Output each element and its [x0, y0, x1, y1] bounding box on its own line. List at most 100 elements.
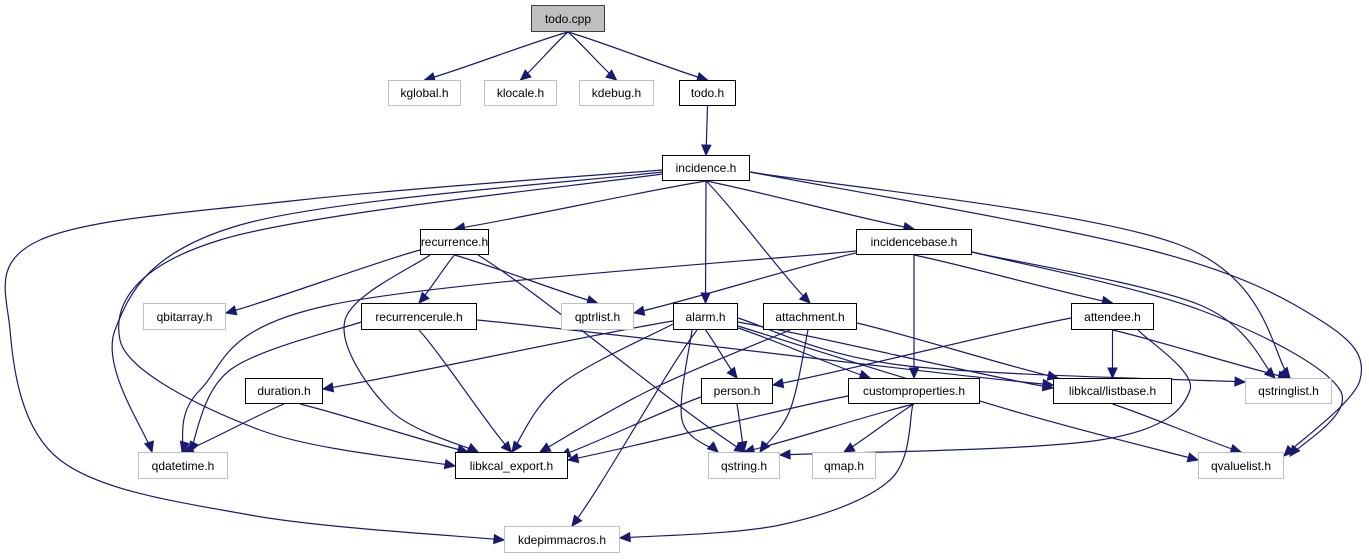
- node-listbase[interactable]: libkcal/listbase.h: [1053, 378, 1172, 404]
- edge-attendee-to-qstring: [779, 329, 1191, 456]
- node-label: qstring.h: [720, 458, 768, 473]
- node-recurrence[interactable]: recurrence.h: [420, 229, 489, 255]
- edge-customproperties-to-kdepimmacros: [619, 403, 914, 539]
- edge-incidencebase-to-qdatetime: [181, 250, 857, 453]
- node-qvaluelist: qvaluelist.h: [1198, 452, 1284, 479]
- edge-customproperties-to-libkcal_export: [567, 395, 849, 461]
- edge-attachment-to-qstring: [759, 329, 809, 453]
- arrowhead-icon: [224, 305, 238, 316]
- node-duration[interactable]: duration.h: [245, 378, 323, 404]
- arrowhead-icon: [179, 440, 190, 454]
- node-label: libkcal/listbase.h: [1068, 384, 1157, 398]
- node-label: attachment.h: [775, 309, 845, 324]
- arrowhead-icon: [706, 441, 719, 453]
- edge-alarm-to-qvaluelist: [737, 325, 1199, 461]
- node-incidence[interactable]: incidence.h: [662, 155, 750, 181]
- node-todo-h[interactable]: todo.h: [679, 80, 736, 106]
- node-attendee[interactable]: attendee.h: [1071, 303, 1154, 330]
- node-qbitarray: qbitarray.h: [143, 303, 226, 330]
- edge-alarm-to-qstring: [680, 329, 719, 453]
- edge-incidencebase-to-attendee: [913, 254, 1113, 304]
- edge-incidencebase-to-qvaluelist: [971, 251, 1344, 457]
- edge-attendee-to-qstringlist: [1112, 329, 1289, 379]
- edge-duration-to-libkcal_export: [299, 403, 469, 453]
- edge-duration-to-qdatetime: [182, 403, 285, 453]
- node-recurrencerule[interactable]: recurrencerule.h: [361, 303, 477, 330]
- node-label: todo.cpp: [544, 11, 592, 26]
- arrowhead-icon: [1041, 380, 1055, 392]
- node-label: kdepimmacros.h: [517, 532, 607, 547]
- arrowhead-icon: [500, 440, 513, 453]
- arrowhead-icon: [618, 531, 631, 543]
- node-label: qdatetime.h: [151, 458, 215, 473]
- node-label: todo.h: [690, 86, 725, 100]
- edge-incidence-to-kdepimmacros: [4, 169, 663, 541]
- arrowhead-icon: [566, 452, 580, 464]
- node-label: alarm.h: [685, 309, 726, 324]
- edge-incidence-to-qstringlist: [749, 171, 1291, 379]
- edge-incidencebase-to-qstringlist: [971, 251, 1276, 379]
- node-qstring: qstring.h: [708, 452, 780, 479]
- arrowhead-icon: [771, 377, 785, 389]
- arrowhead-icon: [321, 382, 335, 393]
- node-qdatetime: qdatetime.h: [138, 452, 228, 479]
- arrowhead-icon: [737, 440, 748, 454]
- node-kglobal: kglobal.h: [388, 80, 461, 106]
- edge-customproperties-to-qmap: [843, 403, 915, 453]
- arrowhead-icon: [778, 449, 791, 460]
- edge-recurrence-to-qstring: [477, 254, 746, 453]
- arrowhead-icon: [605, 69, 618, 81]
- edge-incidence-to-attachment: [705, 180, 811, 304]
- node-label: person.h: [713, 384, 761, 398]
- arrowhead-icon: [538, 442, 552, 453]
- node-person[interactable]: person.h: [701, 378, 773, 404]
- node-alarm[interactable]: alarm.h: [673, 303, 738, 330]
- edge-incidence-to-qdatetime: [111, 171, 663, 453]
- edge-recurrence-to-libkcal_export: [343, 254, 479, 453]
- node-qstringlist: qstringlist.h: [1245, 378, 1332, 404]
- node-label: qbitarray.h: [156, 309, 213, 324]
- arrowhead-icon: [1283, 444, 1296, 457]
- arrowhead-icon: [493, 533, 506, 545]
- edge-incidence-to-qvaluelist: [749, 171, 1363, 457]
- edge-alarm-to-kdepimmacros: [571, 329, 698, 527]
- node-qptrlist: qptrlist.h: [561, 303, 634, 330]
- arrowhead-icon: [1046, 370, 1060, 381]
- arrowhead-icon: [443, 458, 457, 470]
- edge-attachment-to-libkcal_export: [539, 329, 791, 453]
- edge-customproperties-to-qstring: [743, 403, 915, 453]
- arrowhead-icon: [418, 291, 430, 304]
- node-label: kglobal.h: [400, 86, 449, 100]
- node-label: qmap.h: [823, 458, 865, 473]
- arrowhead-icon: [519, 69, 532, 81]
- arrowhead-icon: [1107, 367, 1118, 380]
- edge-person-to-libkcal_export: [559, 396, 702, 457]
- node-label: incidencebase.h: [870, 235, 958, 249]
- edge-todo_cpp-to-todo_h: [567, 31, 708, 81]
- node-kdepimmacros: kdepimmacros.h: [504, 526, 620, 553]
- arrowhead-icon: [798, 291, 811, 304]
- node-kdebug: kdebug.h: [579, 80, 654, 106]
- node-label: qstringlist.h: [1258, 384, 1319, 398]
- node-incidencebase[interactable]: incidencebase.h: [856, 229, 972, 255]
- arrowhead-icon: [1289, 444, 1301, 457]
- node-attachment[interactable]: attachment.h: [763, 303, 857, 330]
- node-libkcal-export[interactable]: libkcal_export.h: [455, 452, 568, 479]
- node-customproperties[interactable]: customproperties.h: [848, 378, 980, 404]
- edge-alarm-to-duration: [322, 320, 674, 390]
- arrowhead-icon: [1234, 376, 1247, 387]
- arrowhead-icon: [1186, 452, 1200, 463]
- arrowhead-icon: [842, 442, 856, 453]
- edge-incidence-to-recurrence: [454, 180, 707, 230]
- arrowhead-icon: [511, 440, 523, 453]
- edge-alarm-to-libkcal_export: [511, 323, 674, 453]
- arrowhead-icon: [700, 292, 711, 305]
- edge-todo_cpp-to-kglobal: [424, 31, 569, 81]
- node-label: klocale.h: [496, 86, 545, 100]
- node-label: recurrencerule.h: [375, 309, 463, 324]
- arrowhead-icon: [143, 440, 154, 454]
- edge-recurrencerule-to-qdatetime: [189, 321, 362, 453]
- node-label: customproperties.h: [862, 384, 966, 398]
- node-label: attendee.h: [1084, 309, 1141, 324]
